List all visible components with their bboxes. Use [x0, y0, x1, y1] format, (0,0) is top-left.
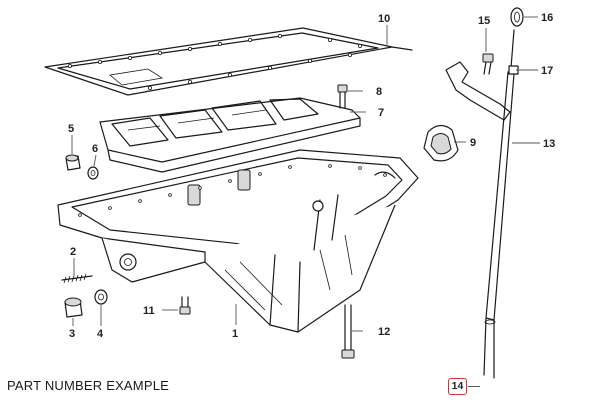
callout-1: 1 [232, 328, 238, 340]
callout-5: 5 [68, 123, 74, 135]
callout-10: 10 [378, 13, 390, 25]
callout-7: 7 [378, 107, 384, 119]
part-9-seal [423, 124, 459, 162]
caption-text: PART NUMBER EXAMPLE [7, 378, 170, 393]
part-10-gasket [44, 27, 413, 96]
part-12-long-bolt [341, 304, 355, 359]
dipstick-assembly [445, 7, 524, 379]
callout-13: 13 [543, 138, 555, 150]
part-7-baffle [99, 97, 361, 173]
part-4-washer [94, 289, 108, 305]
example-leader-line [468, 386, 480, 387]
callout-17: 17 [541, 65, 553, 77]
part-2-stud [61, 273, 93, 284]
callout-11: 11 [143, 305, 155, 317]
leader-lines [71, 16, 540, 332]
part-5-plug [65, 154, 81, 171]
part-1-oil-pan [57, 149, 419, 333]
callout-15: 15 [478, 15, 490, 27]
callouts: 1 2 3 4 5 6 7 8 9 10 11 12 13 15 16 17 [68, 12, 555, 340]
part-3-drain-plug [64, 297, 83, 318]
callout-6: 6 [92, 143, 98, 155]
callout-2: 2 [70, 246, 76, 258]
callout-12: 12 [378, 326, 390, 338]
callout-16: 16 [541, 12, 553, 24]
callout-4: 4 [97, 328, 104, 340]
part-number-example-badge: 14 [448, 378, 467, 395]
part-11-bolt [179, 296, 191, 315]
part-6-washer [87, 166, 99, 180]
callout-3: 3 [69, 328, 75, 340]
part-8-bolt [337, 84, 348, 109]
callout-8: 8 [376, 86, 382, 98]
callout-9: 9 [470, 137, 476, 149]
